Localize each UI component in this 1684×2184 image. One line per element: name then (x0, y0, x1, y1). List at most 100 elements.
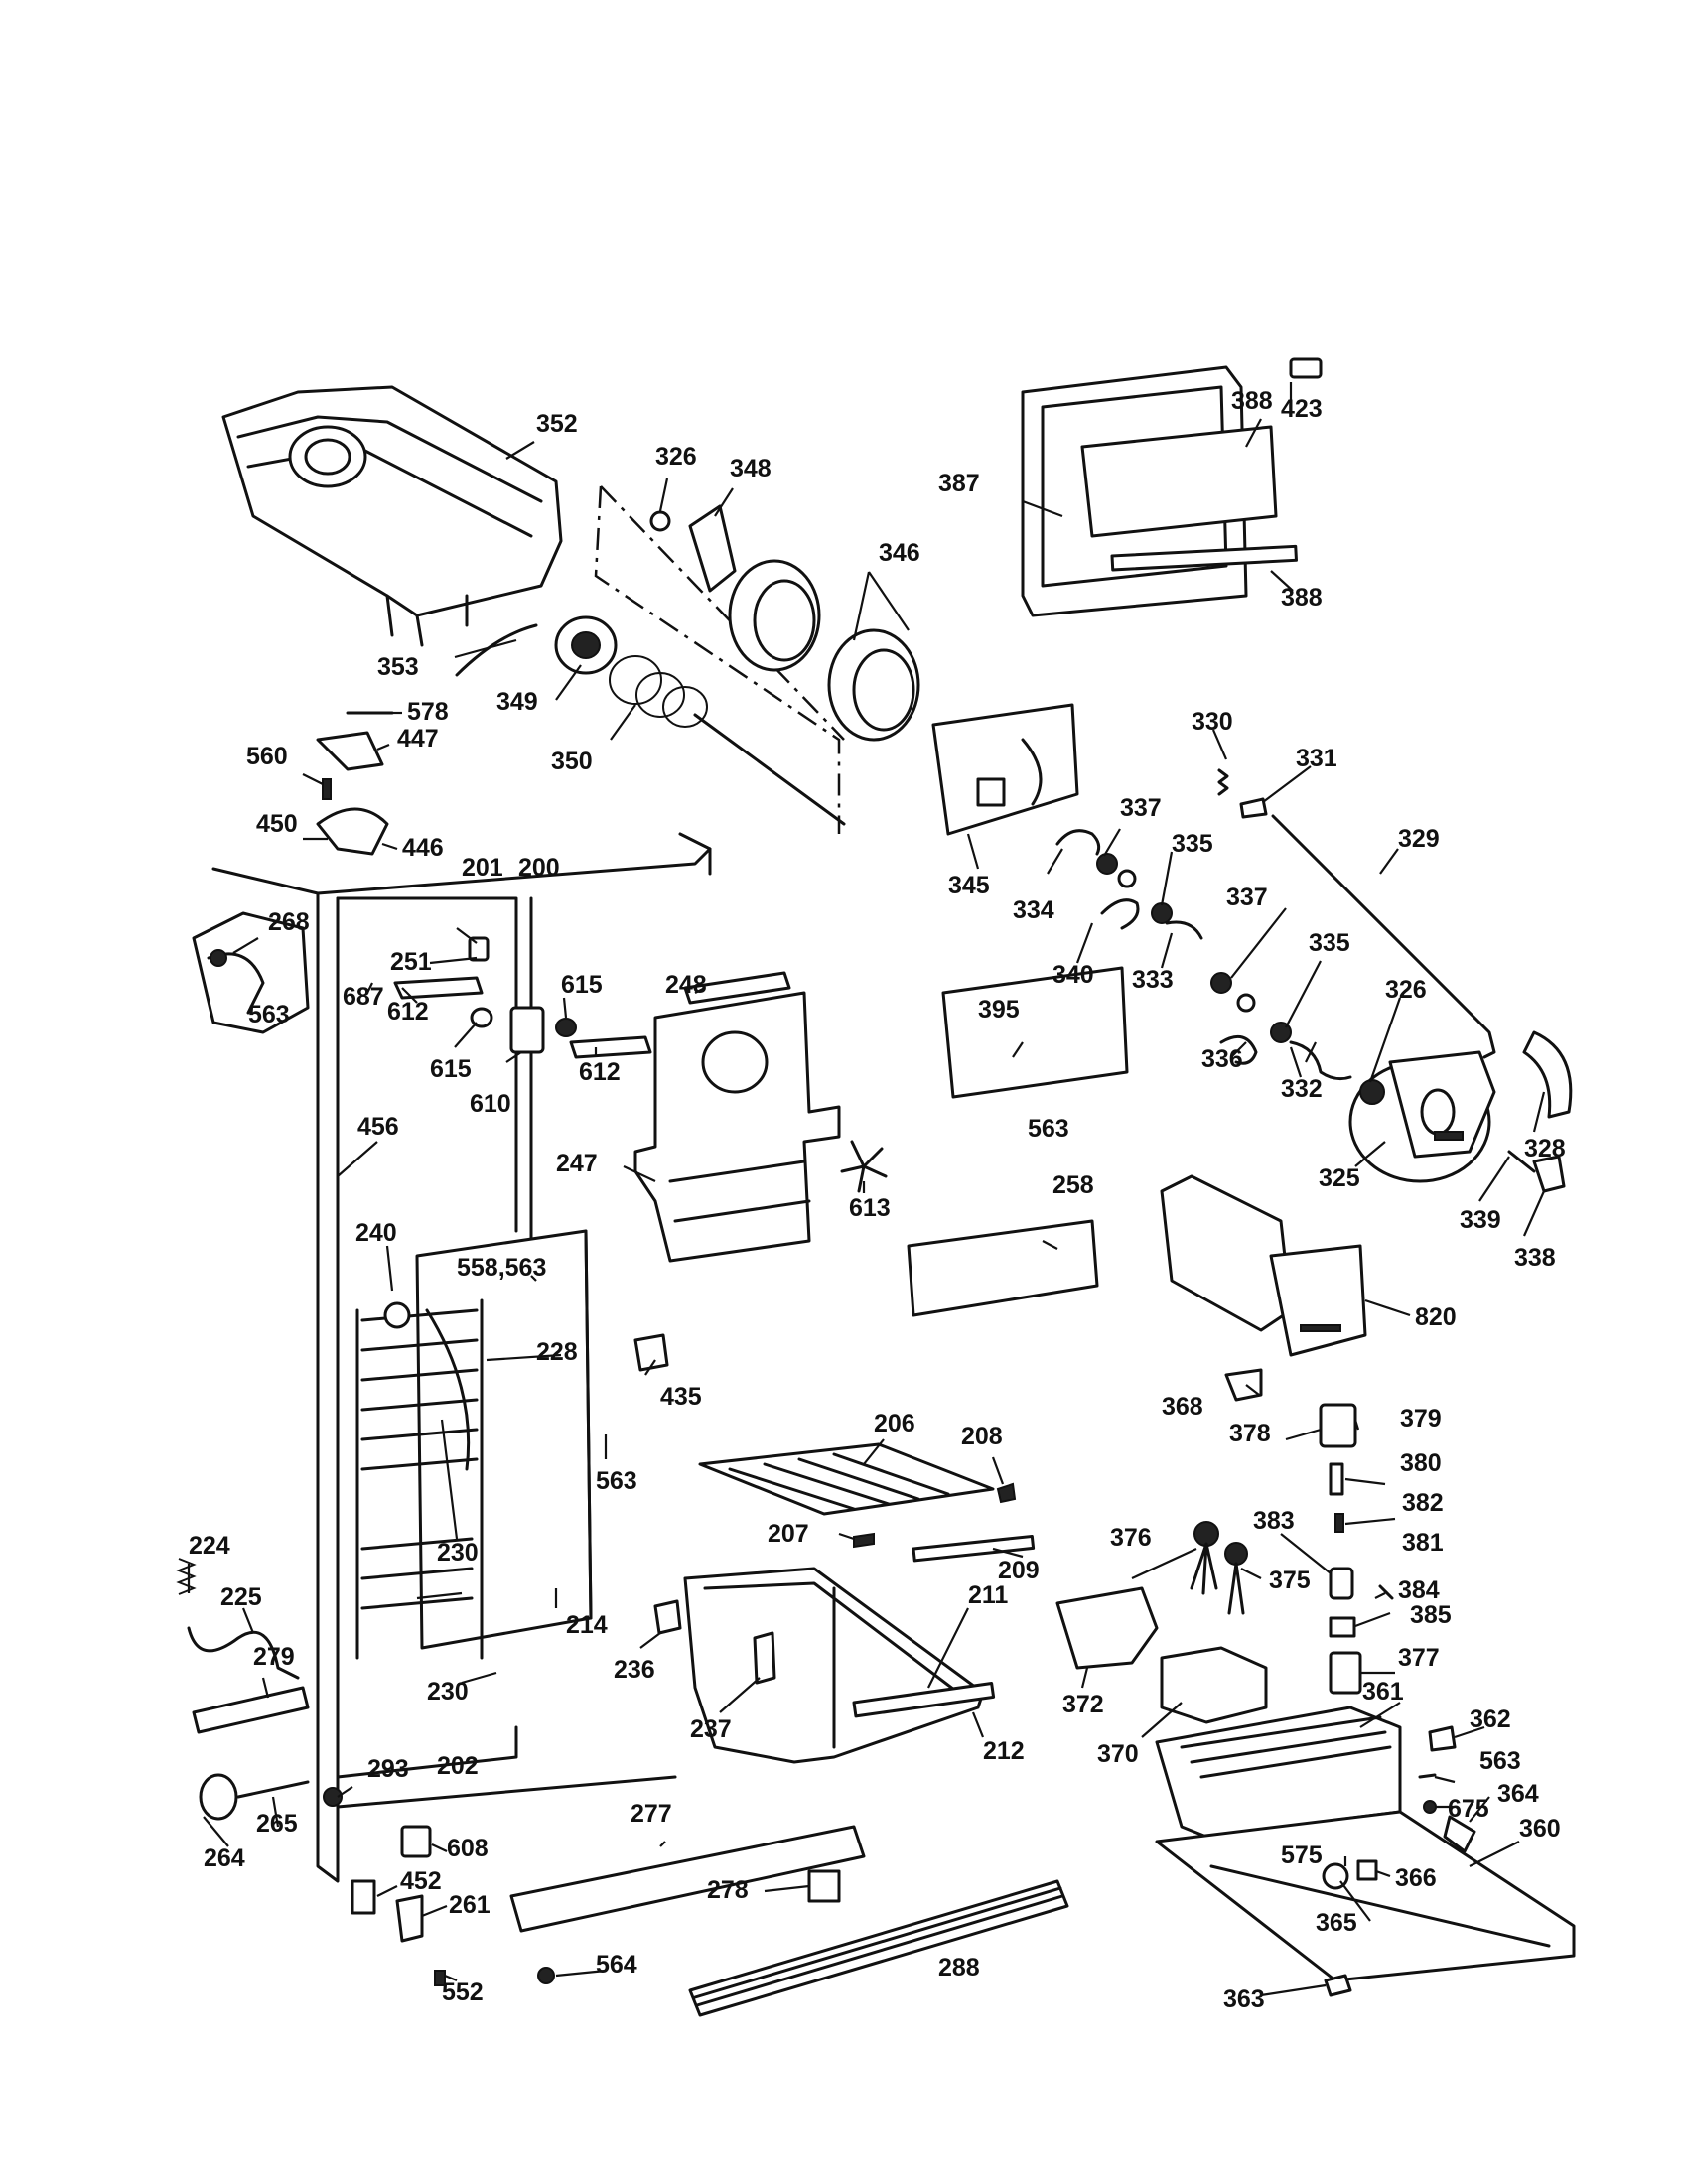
callout-352: 352 (536, 410, 578, 438)
callout-207: 207 (768, 1520, 809, 1548)
callout-370: 370 (1097, 1740, 1139, 1768)
callout-563-left: 563 (248, 1001, 290, 1028)
callout-328: 328 (1524, 1135, 1566, 1162)
callout-225: 225 (220, 1583, 262, 1611)
part-375-cable (1224, 1542, 1248, 1615)
callout-380: 380 (1400, 1449, 1442, 1477)
callout-349: 349 (496, 688, 538, 716)
callout-208: 208 (961, 1423, 1003, 1450)
callout-563-evap: 563 (596, 1467, 637, 1495)
part-452-plate (351, 1879, 376, 1915)
part-612-bracket (393, 976, 484, 1000)
callout-578: 578 (407, 698, 449, 726)
part-350-auger (609, 655, 846, 826)
part-361-housing (1155, 1706, 1402, 1839)
part-278-clip (807, 1869, 841, 1903)
part-326-washer (649, 510, 671, 532)
callout-261: 261 (449, 1891, 491, 1919)
part-435-clip (633, 1333, 669, 1372)
part-338-bracket (1532, 1155, 1566, 1193)
callout-350: 350 (551, 748, 593, 775)
part-370-motor (1160, 1646, 1268, 1724)
callout-377: 377 (1398, 1644, 1440, 1672)
callout-610: 610 (470, 1090, 511, 1118)
callout-labels: 352 326 348 346 388 423 387 388 353 349 … (189, 387, 1566, 2013)
callout-209: 209 (998, 1557, 1040, 1584)
callout-612-mid: 612 (579, 1058, 621, 1086)
callout-228: 228 (536, 1338, 578, 1366)
callout-334: 334 (1013, 896, 1054, 924)
callout-333: 333 (1132, 966, 1174, 994)
part-214-panel-edge (584, 1229, 593, 1620)
callout-353: 353 (377, 653, 419, 681)
part-608-bracket (400, 1825, 432, 1858)
callout-363: 363 (1223, 1985, 1265, 2013)
callout-372: 372 (1062, 1691, 1104, 1718)
part-330-spring (1217, 768, 1229, 796)
callout-364: 364 (1497, 1780, 1539, 1808)
callout-326-top: 326 (655, 443, 697, 471)
callout-384: 384 (1398, 1576, 1440, 1604)
part-372-cover (1055, 1586, 1159, 1670)
part-362-clip (1428, 1725, 1457, 1752)
callout-346: 346 (879, 539, 920, 567)
part-612-bracket-2 (569, 1035, 652, 1059)
callout-240: 240 (355, 1219, 397, 1247)
part-820-icemaker (1160, 1174, 1367, 1357)
callout-820: 820 (1415, 1303, 1457, 1331)
part-207-pin (853, 1532, 875, 1549)
callout-338: 338 (1514, 1244, 1556, 1272)
part-613-fan (840, 1140, 888, 1193)
callout-395: 395 (978, 996, 1020, 1024)
callout-612-left: 612 (387, 998, 429, 1025)
callout-552: 552 (442, 1979, 484, 2006)
callout-230-top: 230 (437, 1539, 479, 1567)
callout-376: 376 (1110, 1524, 1152, 1552)
callout-237: 237 (690, 1715, 732, 1743)
callout-362: 362 (1470, 1706, 1511, 1733)
callout-608: 608 (447, 1835, 489, 1862)
callout-212: 212 (983, 1737, 1025, 1765)
callout-247: 247 (556, 1150, 598, 1177)
callout-236: 236 (614, 1656, 655, 1684)
part-381-pin (1378, 1584, 1394, 1600)
part-224-spring (176, 1558, 197, 1595)
callout-388-bottom: 388 (1281, 584, 1323, 612)
callout-361: 361 (1362, 1678, 1404, 1706)
leader-lines (187, 382, 1546, 1997)
part-279-rail (192, 1686, 310, 1734)
callout-330: 330 (1192, 708, 1233, 736)
part-293-screw (323, 1787, 343, 1807)
part-268-inset (192, 911, 310, 1034)
part-209-strip (912, 1534, 1036, 1563)
part-380-plunger (1329, 1462, 1344, 1496)
callout-383: 383 (1253, 1507, 1295, 1535)
callout-200: 200 (518, 854, 560, 882)
callout-265: 265 (256, 1810, 298, 1838)
part-368-bracket (1224, 1368, 1263, 1402)
callout-278: 278 (707, 1876, 749, 1904)
part-352-ice-bucket (221, 385, 563, 647)
part-265-pin (236, 1780, 310, 1799)
callout-387: 387 (938, 470, 980, 497)
part-379-solenoid (1319, 1403, 1357, 1448)
part-325-motor (1348, 1050, 1496, 1183)
callout-378: 378 (1229, 1420, 1271, 1447)
callout-325: 325 (1319, 1164, 1360, 1192)
callout-230-bottom: 230 (427, 1678, 469, 1706)
part-346-drums (728, 559, 920, 742)
callout-365: 365 (1316, 1909, 1357, 1937)
part-610-switch (509, 1006, 545, 1054)
part-345-motor-plate (931, 703, 1079, 836)
callout-388-top: 388 (1231, 387, 1273, 415)
part-387-dispenser-door (1021, 357, 1323, 617)
callout-615-top: 615 (561, 971, 603, 999)
part-264-roller (199, 1773, 238, 1821)
callout-214: 214 (566, 1611, 608, 1639)
part-564-screw (537, 1967, 555, 1984)
part-353-wire (455, 623, 538, 677)
part-328-cover (1522, 1030, 1573, 1119)
part-339-pin (1507, 1150, 1536, 1173)
callout-206: 206 (874, 1410, 915, 1437)
part-277-bar (509, 1825, 866, 1933)
